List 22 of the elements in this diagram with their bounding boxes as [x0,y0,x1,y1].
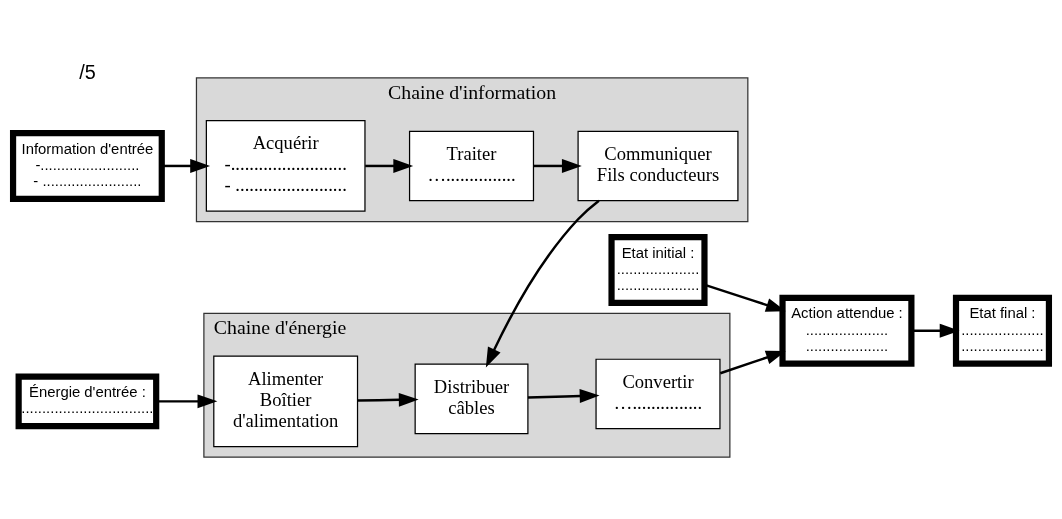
arrow [162,159,211,173]
node-box: Convertir …............... [595,358,721,430]
arrow [365,159,414,173]
arrow [911,323,960,338]
arrow [156,394,218,409]
node-box: Communiquer Fils conducteurs [577,130,739,202]
label: /5 [79,60,96,83]
node-box: Information d'entrée -........................ - ........................ [9,130,165,202]
node-box: Énergie d'entrée : ................................ [15,373,160,430]
arrow [485,199,600,368]
arrow [533,159,582,173]
node-box: Acquérir -......................... - ........................ [205,120,366,212]
node-box: Distribuer câbles [414,363,529,435]
arrow [527,389,600,403]
node-box: Etat final : .................... .................... [952,294,1053,367]
node-box: Traiter …............... [408,130,535,202]
node-box: Action attendue : .................... .................... [779,294,915,367]
node-box: Alimenter Boîtier d'alimentation [213,355,359,448]
arrow [357,392,419,407]
arrow [704,283,786,312]
arrow [719,350,786,375]
node-box: Etat initial : .................... .................... [608,234,708,306]
